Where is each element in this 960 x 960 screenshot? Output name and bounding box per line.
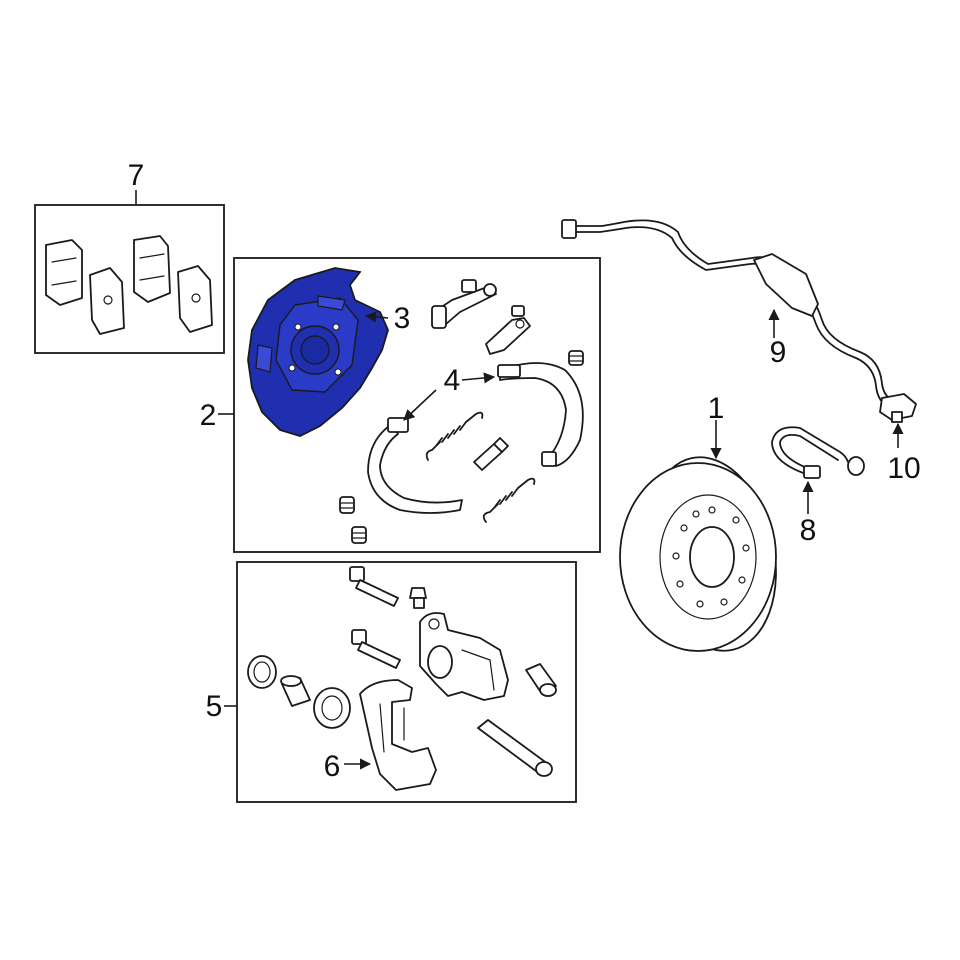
callout-3: 3 xyxy=(394,302,411,335)
abs-wheel-speed-sensor[interactable] xyxy=(879,393,917,423)
brake-hose[interactable] xyxy=(771,426,865,479)
retainer-pin-bottom-2[interactable] xyxy=(351,526,367,544)
return-spring-lower[interactable] xyxy=(482,477,536,523)
adjuster-assembly[interactable] xyxy=(431,279,497,329)
guide-bolt-top[interactable] xyxy=(349,566,399,607)
dust-shield-backing-plate[interactable] xyxy=(247,267,389,437)
brake-pad-group: 7 xyxy=(34,159,225,354)
brake-pad-box xyxy=(34,204,225,354)
brake-pad-2[interactable] xyxy=(89,267,125,335)
callout-4: 4 xyxy=(444,364,461,397)
callout-10: 10 xyxy=(887,452,920,485)
caliper-box xyxy=(236,561,577,803)
retainer-pin-bottom-1[interactable] xyxy=(339,496,355,514)
guide-pin[interactable] xyxy=(477,719,553,777)
brake-pad-3[interactable] xyxy=(133,235,171,303)
guide-pin-boot[interactable] xyxy=(525,663,557,697)
bleeder-screw[interactable] xyxy=(409,587,427,609)
callout-8: 8 xyxy=(800,514,817,547)
callout-6: 6 xyxy=(324,750,341,783)
piston-seal[interactable] xyxy=(247,655,277,689)
callout-2: 2 xyxy=(200,399,217,432)
callout-5: 5 xyxy=(206,690,223,723)
dust-boot[interactable] xyxy=(313,687,351,729)
retainer-pin-top[interactable] xyxy=(568,350,584,366)
parking-brake-box xyxy=(233,257,601,553)
guide-bolt-middle[interactable] xyxy=(351,629,401,669)
callout-9: 9 xyxy=(770,336,787,369)
parking-brake-group: 2 3 xyxy=(200,257,601,553)
brake-shoe-left[interactable] xyxy=(367,417,463,514)
adjuster-pin[interactable] xyxy=(473,437,509,471)
parking-brake-lever[interactable] xyxy=(485,305,531,355)
abs-wire-harness[interactable] xyxy=(561,219,897,409)
callout-1: 1 xyxy=(708,392,725,425)
brake-shoe-right[interactable] xyxy=(497,362,584,467)
brake-pad-1[interactable] xyxy=(45,239,83,306)
caliper-group: 5 xyxy=(206,561,577,803)
brake-pad-4[interactable] xyxy=(177,265,213,333)
caliper-housing[interactable] xyxy=(419,612,509,701)
caliper-piston[interactable] xyxy=(280,675,311,707)
caliper-bracket[interactable] xyxy=(359,679,437,791)
callout-7: 7 xyxy=(128,159,145,192)
brake-rotor[interactable] xyxy=(619,445,793,662)
return-spring-upper[interactable] xyxy=(425,411,484,461)
